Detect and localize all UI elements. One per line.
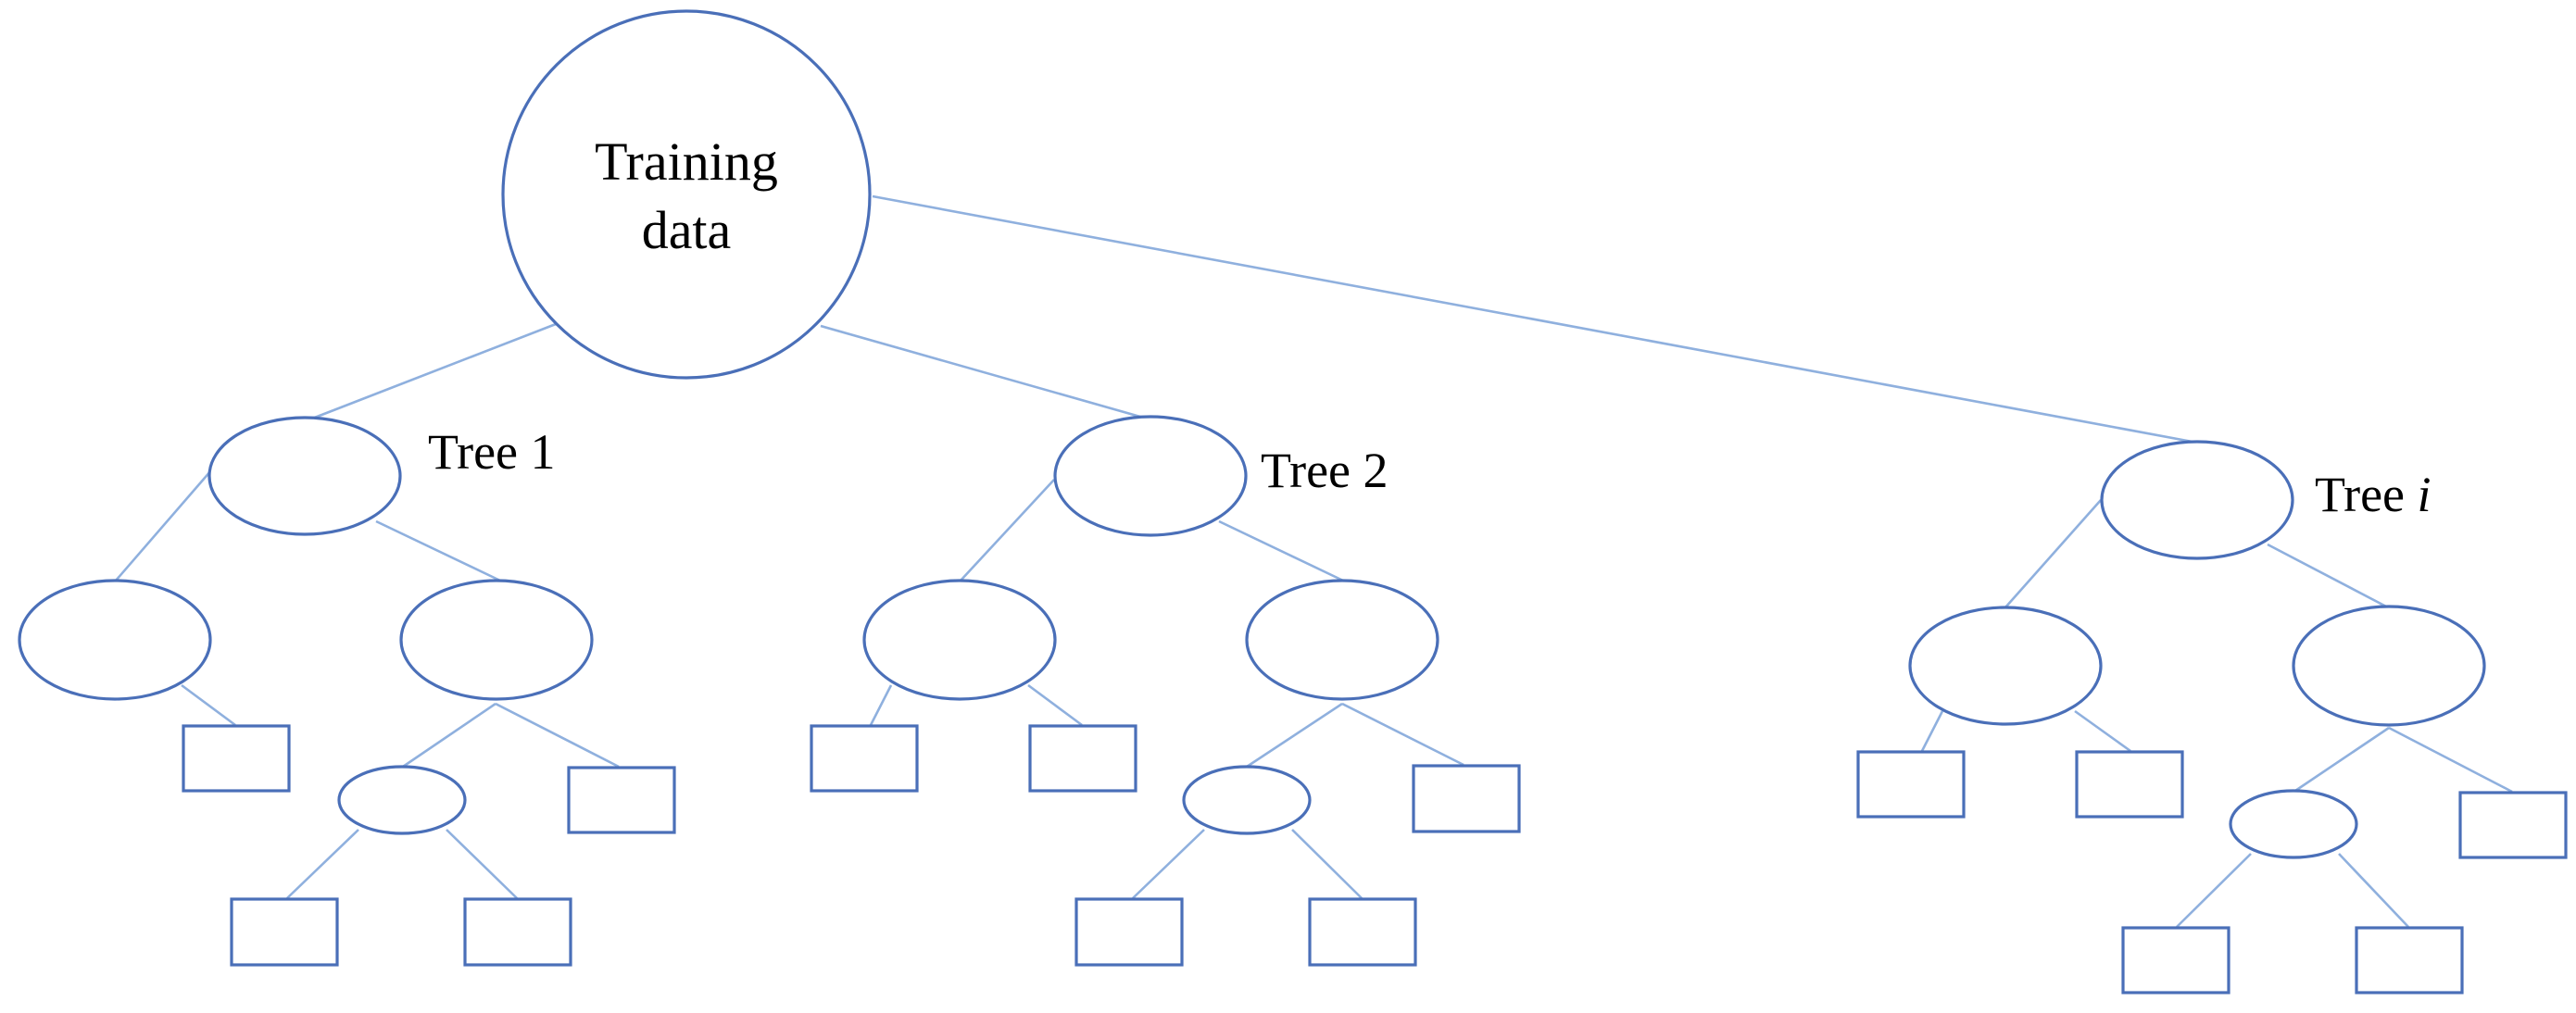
tree-1-root-node [207, 416, 402, 536]
tree-1-internal-node [337, 765, 467, 835]
tree-1: Tree 1 [18, 416, 676, 967]
tree-i-edges [1920, 499, 2513, 928]
tree-i-leaf-node [2458, 791, 2568, 859]
tree-2-internal-node [862, 579, 1057, 701]
edge [1246, 702, 1343, 769]
edge [1218, 519, 1344, 582]
edge [446, 829, 518, 899]
tree-i-leaf-node [2075, 750, 2184, 819]
tree-1-internal-node [399, 579, 594, 701]
edge [1291, 829, 1363, 899]
edge [1132, 829, 1205, 899]
tree-i-internal-node [2229, 789, 2358, 859]
tree-2-root-node [1053, 415, 1248, 537]
tree-i-label-prefix: Tree [2315, 467, 2418, 522]
tree-1-internal-node [18, 579, 212, 701]
edge [2388, 726, 2513, 794]
edge [2338, 853, 2409, 928]
edge [1027, 683, 1083, 727]
edge [286, 829, 359, 899]
edge [2074, 709, 2131, 753]
tree-1-leaf-node [230, 897, 339, 967]
tree-2: Tree 2 [810, 415, 1521, 967]
tree-2-leaf-node [1074, 897, 1184, 967]
tree-2-leaf-node [1412, 764, 1521, 833]
tree-2-edges [869, 479, 1464, 899]
tree-1-leaf-node [567, 766, 676, 834]
tree-i-internal-node [2292, 605, 2486, 727]
root-node: Training data [501, 9, 872, 380]
edge [960, 479, 1055, 582]
tree-i-root-node [2100, 440, 2294, 560]
edge [2267, 543, 2389, 609]
edge [375, 519, 501, 582]
edge [495, 702, 620, 769]
tree-2-internal-node [1182, 765, 1312, 835]
tree-2-label: Tree 2 [1261, 443, 1389, 498]
tree-2-leaf-node [810, 724, 919, 793]
tree-i-leaf-node [1856, 750, 1966, 819]
root-label-line2: data [642, 200, 732, 260]
tree-i-internal-node [1908, 606, 2103, 726]
root-label-line1: Training [595, 131, 778, 192]
tree-i: Tree i [1856, 440, 2568, 994]
root-edges [311, 194, 2198, 444]
root-circle [501, 9, 872, 380]
edge [2176, 853, 2252, 928]
edge [399, 702, 496, 770]
tree-i-leaf-node [2121, 926, 2230, 994]
edge [2292, 726, 2390, 794]
tree-2-leaf-node [1308, 897, 1417, 967]
edge [1341, 702, 1464, 767]
tree-1-edges [115, 469, 620, 899]
edge [1920, 710, 1944, 752]
edge [181, 683, 236, 727]
edge [2004, 499, 2102, 608]
tree-i-label: Tree i [2315, 467, 2431, 522]
edge-root-tree-2 [820, 324, 1148, 420]
tree-2-internal-node [1245, 579, 1439, 701]
edge-root-tree-1 [311, 322, 557, 420]
tree-1-leaf-node [182, 724, 291, 793]
tree-i-leaf-node [2355, 926, 2464, 994]
tree-i-label-italic: i [2418, 467, 2431, 522]
edge [869, 684, 893, 726]
edge [115, 469, 212, 582]
edge-root-tree-i [872, 194, 2198, 444]
tree-1-leaf-node [463, 897, 572, 967]
tree-1-label: Tree 1 [428, 424, 556, 480]
tree-2-leaf-node [1028, 724, 1137, 793]
